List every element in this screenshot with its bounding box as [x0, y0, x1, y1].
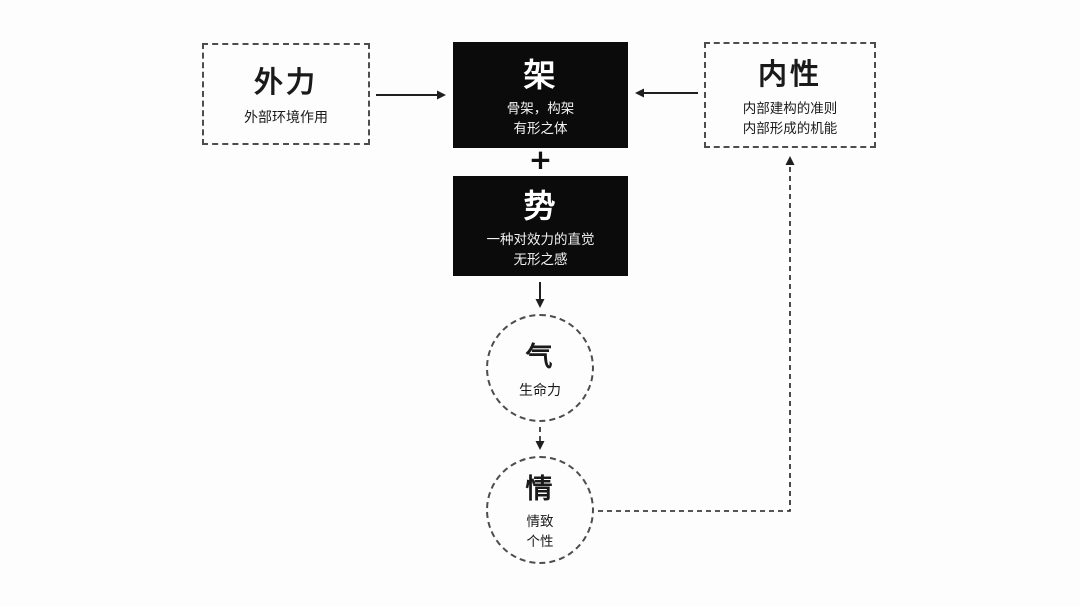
node-qing: 情 情致 个性	[486, 456, 594, 564]
node-waili-desc: 外部环境作用	[244, 110, 328, 127]
node-qing-desc2: 个性	[526, 534, 554, 550]
node-qi: 气 生命力	[486, 314, 594, 422]
node-neixing-desc1: 内部建构的准则	[742, 100, 838, 117]
node-jia-desc2: 有形之体	[513, 121, 568, 137]
node-shi-desc2: 无形之感	[513, 252, 568, 268]
node-jia: 架 骨架，构架 有形之体	[453, 42, 628, 148]
node-shi: 势 一种对效力的直觉 无形之感	[453, 176, 628, 276]
node-jia-desc1: 骨架，构架	[506, 101, 575, 118]
node-waili: 外力 外部环境作用	[202, 43, 370, 145]
node-neixing-title: 内性	[757, 56, 822, 91]
node-qing-desc1: 情致	[526, 514, 554, 531]
node-shi-title: 势	[523, 187, 558, 226]
node-neixing-desc2: 内部形成的机能	[742, 120, 838, 137]
node-neixing: 内性 内部建构的准则 内部形成的机能	[704, 42, 876, 148]
node-jia-title: 架	[523, 56, 558, 95]
node-shi-desc1: 一种对效力的直觉	[486, 232, 595, 249]
node-waili-title: 外力	[253, 65, 318, 100]
node-qing-title: 情	[525, 474, 555, 506]
node-qi-title: 气	[525, 341, 555, 373]
node-qi-desc: 生命力	[519, 382, 561, 399]
plus-operator: +	[528, 143, 553, 176]
